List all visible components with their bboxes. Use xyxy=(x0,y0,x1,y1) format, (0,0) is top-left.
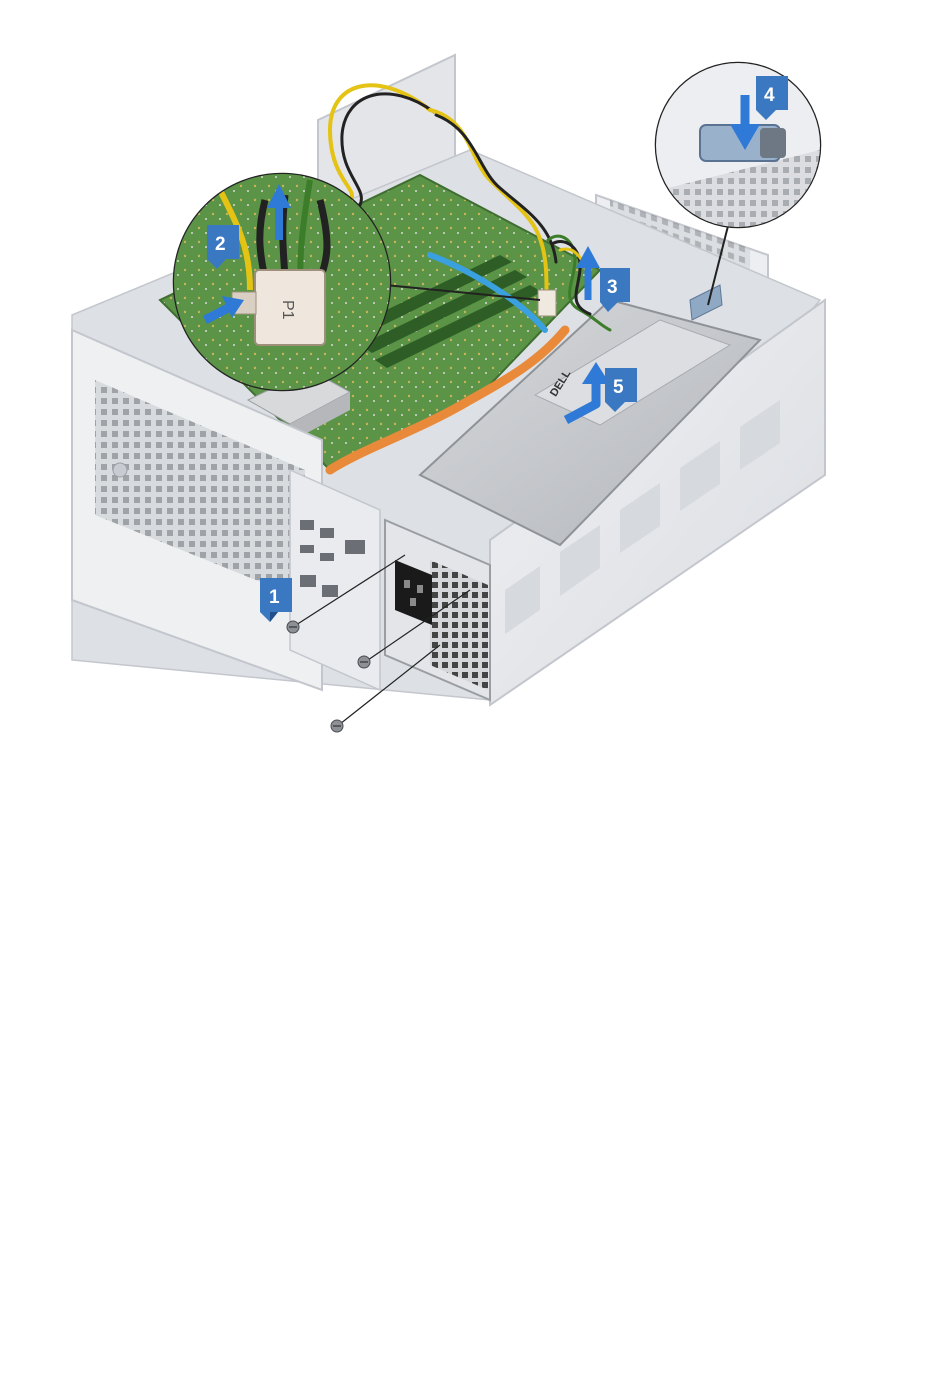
connector-label: P1 xyxy=(279,300,296,320)
callout-4-label: 4 xyxy=(764,85,775,106)
screw-2-icon xyxy=(358,656,370,668)
callout-2-label: 2 xyxy=(215,234,226,255)
screw-1-icon xyxy=(287,621,299,633)
power-button-icon xyxy=(113,463,127,477)
psu-connector-p1 xyxy=(538,290,556,316)
callout-1-label: 1 xyxy=(269,587,280,608)
callout-3-label: 3 xyxy=(607,277,618,298)
callout-5-label: 5 xyxy=(613,377,624,398)
inset-release-tab-zoom xyxy=(656,63,820,230)
screw-3-icon xyxy=(331,720,343,732)
